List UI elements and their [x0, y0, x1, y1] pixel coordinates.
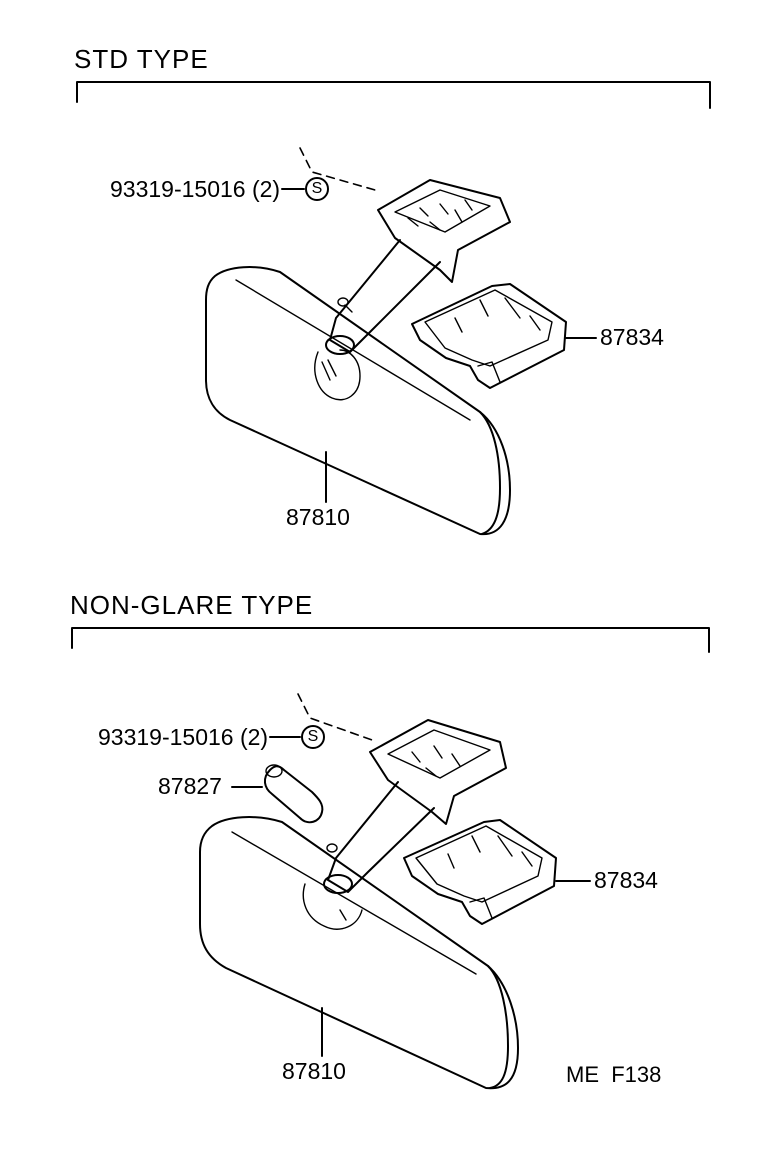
std-mirror-part-number: 87810 — [286, 504, 350, 530]
std-section-bracket — [76, 81, 711, 109]
nonglare-knob — [264, 764, 324, 824]
reference-code: ME F138 — [566, 1062, 662, 1087]
std-mirror-stay — [325, 239, 441, 355]
nonglare-section-bracket — [71, 627, 710, 653]
nonglare-knob-part-number: 87827 — [158, 773, 222, 799]
nonglare-mirror-part-number: 87810 — [282, 1058, 346, 1084]
std-section-title: STD TYPE — [74, 44, 209, 74]
std-fastener-part-number: 93319-15016 (2) — [110, 176, 281, 202]
std-fastener-symbol: S — [305, 177, 329, 201]
nonglare-section-title: NON-GLARE TYPE — [70, 590, 314, 620]
nonglare-fastener-part-number: 93319-15016 (2) — [98, 724, 269, 750]
std-mounting-pointer — [299, 147, 376, 191]
std-mirror-body — [205, 266, 511, 536]
std-cover — [411, 283, 567, 389]
std-cover-part-number: 87834 — [600, 324, 664, 350]
nonglare-mounting-pointer — [297, 693, 373, 741]
nonglare-fastener-symbol: S — [301, 725, 325, 749]
nonglare-mirror-stay — [323, 781, 435, 894]
nonglare-cover-part-number: 87834 — [594, 867, 658, 893]
nonglare-mirror-body — [199, 816, 519, 1090]
nonglare-cover — [403, 819, 557, 925]
nonglare-mount-bracket — [369, 719, 507, 825]
std-mount-bracket — [377, 179, 511, 283]
